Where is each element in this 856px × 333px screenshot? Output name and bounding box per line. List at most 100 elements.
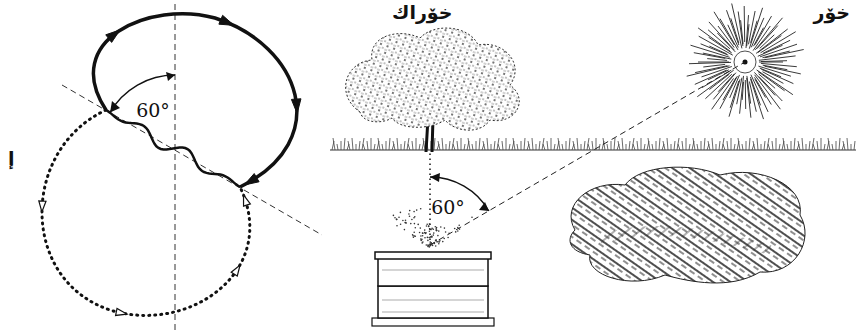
grass-blade <box>539 141 540 150</box>
bee-dot <box>433 232 435 234</box>
loop-arrowhead <box>219 15 234 25</box>
grass-blade <box>626 144 627 150</box>
loop-arrowhead <box>231 265 240 276</box>
grass-blade <box>722 138 724 150</box>
grass-blade <box>386 141 387 150</box>
grass-blade <box>776 138 777 150</box>
sun-ray <box>697 70 733 97</box>
bee-dot <box>404 229 406 231</box>
grass-blade <box>689 144 690 150</box>
bush-shading <box>600 231 770 250</box>
grass-blade <box>524 138 525 150</box>
grass-blade <box>757 138 758 150</box>
grass-blade <box>419 144 420 150</box>
grass-blade <box>779 144 780 150</box>
bee-dot <box>396 225 398 227</box>
bee-dot <box>438 243 440 245</box>
loop-arrowhead <box>106 30 120 43</box>
bee-dot <box>435 239 437 241</box>
grass-blade <box>798 141 800 150</box>
food-label: خۆراك <box>392 2 452 24</box>
grass-blade <box>487 138 488 150</box>
bush <box>570 167 805 283</box>
sun-ray <box>694 53 726 59</box>
grass-blade <box>412 141 413 150</box>
grass-blade <box>824 144 825 150</box>
bee-dot <box>454 228 456 230</box>
grass-blade <box>407 138 409 150</box>
grass-blade <box>344 138 345 150</box>
grass-blade <box>768 144 770 150</box>
grass-blade <box>408 144 410 150</box>
return-loop-left <box>42 110 250 315</box>
grass-blade <box>671 144 672 150</box>
sun-ray <box>744 6 746 42</box>
grass-blade <box>678 144 680 150</box>
sun-ray <box>751 21 758 43</box>
grass-blade <box>716 144 717 150</box>
grass-blade <box>551 138 552 150</box>
bee-dot <box>412 234 414 236</box>
grass-blade <box>753 141 755 150</box>
direction-letter: إ <box>8 148 15 170</box>
loop-arrowhead <box>244 195 251 206</box>
angle-value: 60° <box>136 100 170 122</box>
grass-blade <box>686 138 687 150</box>
bee-dot <box>413 211 415 213</box>
bee-dot <box>405 222 407 224</box>
grass-blade <box>836 141 837 150</box>
grass-blade <box>352 138 353 150</box>
grass-blade <box>618 141 620 150</box>
waggle-run <box>106 110 240 187</box>
bee-dot <box>422 232 424 234</box>
grass-blade <box>731 138 732 150</box>
grass-blade <box>701 141 702 150</box>
bee-dot <box>420 208 422 210</box>
bee-dot <box>427 237 429 239</box>
bee-dot <box>424 232 426 234</box>
bee-dot <box>415 227 417 229</box>
bee-dot <box>455 231 457 233</box>
bee-dot <box>417 224 419 226</box>
bee-dot <box>428 226 430 228</box>
bee-dot <box>425 233 427 235</box>
bee-dot <box>421 242 423 244</box>
bee-dot <box>409 215 411 217</box>
bee-dot <box>411 219 413 221</box>
bee-dot <box>400 224 402 226</box>
grass-blade <box>509 144 510 150</box>
bee-dot <box>428 245 430 247</box>
tree-canopy <box>346 28 520 130</box>
sun-ray <box>698 62 729 63</box>
grass-blade <box>382 144 383 150</box>
grass-blade <box>727 141 728 150</box>
grass-blade <box>371 138 372 150</box>
bee-dot <box>433 234 435 236</box>
angle-arrowhead <box>166 72 175 81</box>
grass-blade <box>677 138 679 150</box>
bee-dot <box>410 223 412 225</box>
grass-blade <box>457 141 458 150</box>
sun-ray <box>765 50 804 58</box>
food-direction-line <box>429 152 431 245</box>
angle-arrowhead <box>110 101 120 113</box>
grass-blade <box>746 141 747 150</box>
bee-dot <box>394 217 396 219</box>
bee-dot <box>430 242 432 244</box>
bee-dot <box>409 210 411 212</box>
grass-blade <box>644 144 645 150</box>
sun-ray <box>761 60 787 62</box>
grass-blade <box>659 138 660 150</box>
grass-blade <box>712 138 713 150</box>
grass-blade <box>592 141 593 150</box>
grass-blade <box>464 144 465 150</box>
vertical-reference <box>175 4 176 330</box>
bee-dot <box>425 232 427 234</box>
grass-blade <box>378 138 380 150</box>
grass-blade <box>491 144 492 150</box>
grass-blade <box>667 138 668 150</box>
sun-ray <box>741 20 744 44</box>
bee-dot <box>445 231 447 233</box>
bee-dot <box>435 240 437 242</box>
grass-blade <box>802 138 803 150</box>
